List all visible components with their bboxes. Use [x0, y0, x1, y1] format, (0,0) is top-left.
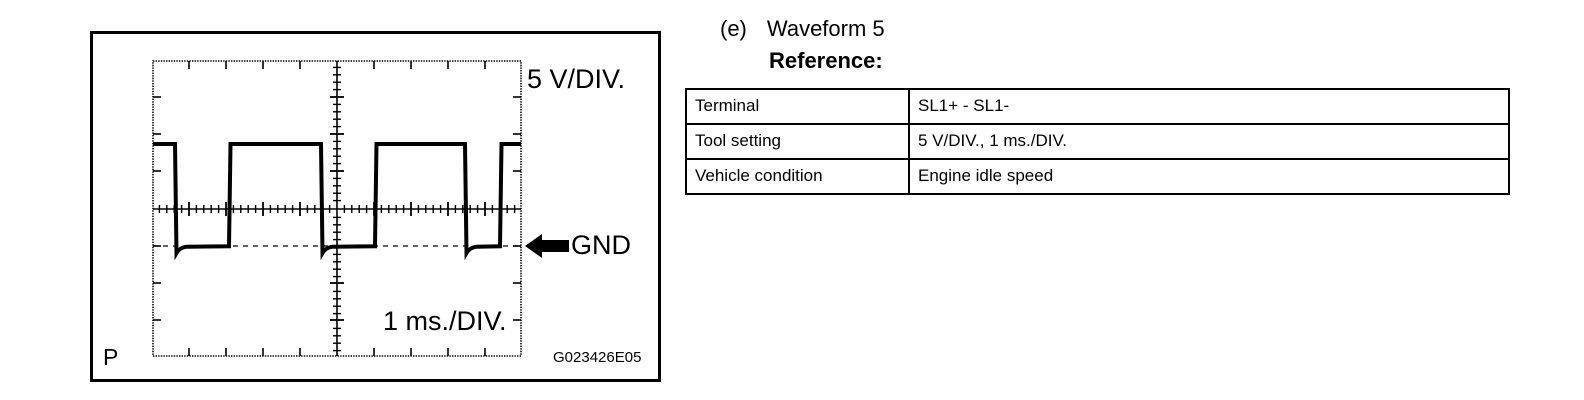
oscilloscope-figure-panel: 5 V/DIV. 1 ms./DIV. GND P G023426E05: [90, 31, 661, 382]
waveform-heading: (e) Waveform 5: [720, 16, 885, 42]
reference-panel: (e) Waveform 5 Reference: Terminal SL1+ …: [680, 16, 1520, 195]
vertical-scale-label: 5 V/DIV.: [527, 64, 626, 94]
heading-enumerator: (e): [720, 16, 747, 41]
table-row: Vehicle condition Engine idle speed: [685, 158, 1510, 195]
row-label-tool-setting: Tool setting: [685, 123, 910, 160]
heading-block: (e) Waveform 5 Reference:: [680, 16, 1520, 82]
row-value-terminal: SL1+ - SL1-: [908, 88, 1510, 125]
row-value-vehicle-condition: Engine idle speed: [908, 158, 1510, 195]
row-label-vehicle-condition: Vehicle condition: [685, 158, 910, 195]
table-row: Tool setting 5 V/DIV., 1 ms./DIV.: [685, 123, 1510, 160]
row-value-tool-setting: 5 V/DIV., 1 ms./DIV.: [908, 123, 1510, 160]
reference-table: Terminal SL1+ - SL1- Tool setting 5 V/DI…: [685, 88, 1510, 195]
horizontal-scale-label: 1 ms./DIV.: [383, 306, 507, 336]
vertical-axis-ticks: [330, 66, 344, 352]
figure-id-code: G023426E05: [553, 349, 642, 366]
ground-annotation: GND: [525, 230, 631, 261]
left-arrow-icon: [525, 233, 569, 258]
waveform-trace: [153, 142, 521, 261]
ground-label: GND: [571, 230, 631, 260]
oscilloscope-grid: [152, 60, 522, 357]
grid-border-ticks: [153, 61, 521, 356]
corner-mark-p: P: [103, 344, 119, 370]
table-row: Terminal SL1+ - SL1-: [685, 88, 1510, 125]
reference-subtitle: Reference:: [769, 48, 883, 73]
oscilloscope-grid-svg: [152, 60, 522, 357]
row-label-terminal: Terminal: [685, 88, 910, 125]
heading-title: Waveform 5: [766, 16, 885, 41]
